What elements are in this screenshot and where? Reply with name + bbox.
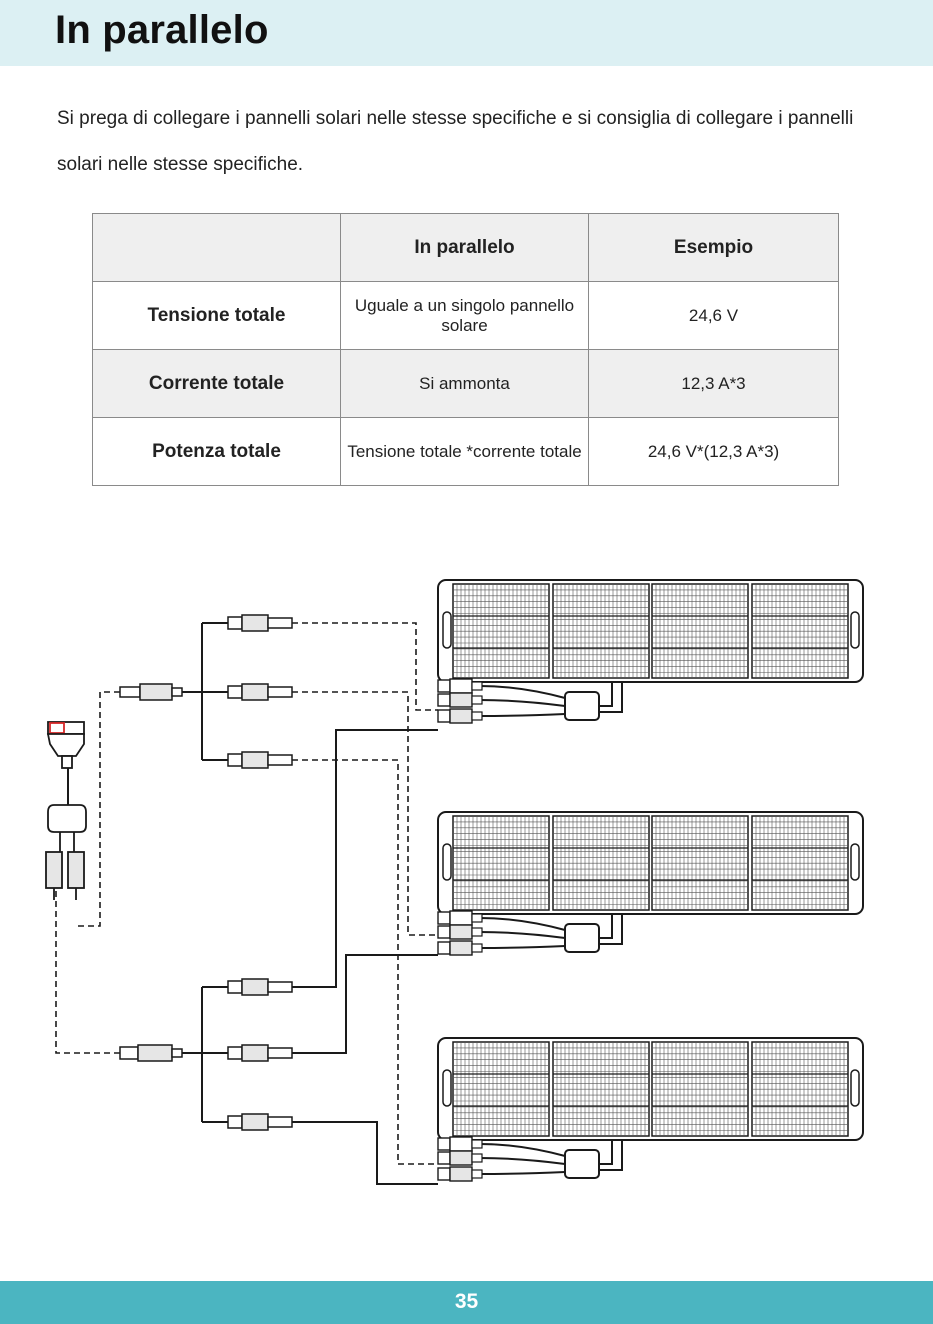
parallel-wiring-diagram — [45, 579, 864, 1185]
page-header: In parallelo — [0, 0, 933, 66]
solar-panels-group — [437, 579, 864, 1141]
panel-y-connector-icon — [437, 910, 623, 956]
page-number: 35 — [454, 1290, 479, 1313]
table-row: Tensione totale Uguale a un singolo pann… — [92, 281, 839, 350]
table-header-empty — [92, 213, 341, 282]
solar-panel-icon — [437, 579, 864, 683]
row-parallel-current: Si ammonta — [340, 349, 589, 418]
intro-paragraph: Si prega di collegare i pannelli solari … — [57, 108, 854, 175]
row-example-voltage: 24,6 V — [588, 281, 839, 350]
row-example-current: 12,3 A*3 — [588, 349, 839, 418]
table-row: Potenza totale Tensione totale *corrente… — [92, 417, 839, 486]
table-header-parallel: In parallelo — [340, 213, 589, 282]
spec-table: In parallelo Esempio Tensione totale Ugu… — [92, 213, 839, 486]
row-parallel-voltage: Uguale a un singolo pannello solare — [340, 281, 589, 350]
panel-connectors-group — [437, 678, 623, 1182]
table-header-example: Esempio — [588, 213, 839, 282]
branch-connector-icon — [119, 614, 293, 1131]
row-label-current: Corrente totale — [92, 349, 341, 418]
adapter-icon — [45, 721, 87, 900]
page-footer: 35 — [0, 1281, 933, 1324]
solar-panel-icon — [437, 811, 864, 915]
panel-y-connector-icon — [437, 1136, 623, 1182]
row-parallel-power: Tensione totale *corrente totale — [340, 417, 589, 486]
table-row: Corrente totale Si ammonta 12,3 A*3 — [92, 349, 839, 418]
page-title: In parallelo — [55, 8, 269, 52]
table-header-row: In parallelo Esempio — [92, 213, 839, 282]
solar-panel-icon — [437, 1037, 864, 1141]
row-label-power: Potenza totale — [92, 417, 341, 486]
row-example-power: 24,6 V*(12,3 A*3) — [588, 417, 839, 486]
row-label-voltage: Tensione totale — [92, 281, 341, 350]
panel-y-connector-icon — [437, 678, 623, 724]
